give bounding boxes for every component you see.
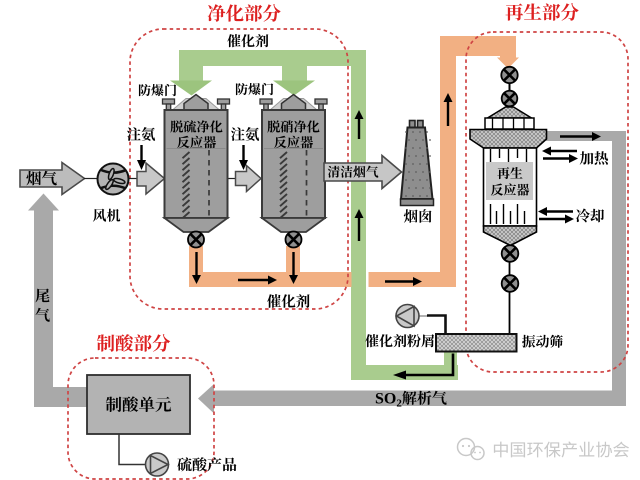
svg-text:再生部分: 再生部分 (505, 0, 580, 25)
svg-text:催化剂: 催化剂 (267, 291, 311, 312)
svg-text:烟气: 烟气 (25, 167, 58, 189)
svg-text:反应器: 反应器 (177, 132, 217, 151)
svg-text:振动筛: 振动筛 (522, 331, 564, 351)
svg-text:脱硫净化: 脱硫净化 (170, 117, 223, 136)
svg-text:反应器: 反应器 (274, 132, 314, 151)
svg-text:烟囱: 烟囱 (403, 206, 433, 227)
svg-text:风机: 风机 (93, 206, 121, 226)
svg-text:防爆门: 防爆门 (235, 79, 274, 98)
svg-text:催化剂: 催化剂 (227, 31, 269, 51)
svg-text:制酸部分: 制酸部分 (96, 330, 171, 356)
svg-text:反应器: 反应器 (490, 180, 529, 199)
svg-text:注氨: 注氨 (127, 124, 156, 145)
svg-text:气: 气 (35, 305, 50, 326)
svg-text:SO2解析气: SO2解析气 (375, 388, 447, 410)
svg-text:再生: 再生 (497, 163, 523, 182)
svg-text:尾: 尾 (35, 285, 50, 306)
svg-text:注氨: 注氨 (231, 124, 260, 145)
svg-text:制酸单元: 制酸单元 (106, 392, 173, 416)
svg-text:加热: 加热 (580, 148, 610, 169)
svg-text:脱硝净化: 脱硝净化 (267, 117, 320, 136)
svg-text:冷却: 冷却 (576, 205, 605, 226)
svg-text:清洁烟气: 清洁烟气 (327, 162, 378, 181)
svg-text:中国环保产业协会: 中国环保产业协会 (492, 436, 630, 461)
svg-text:防爆门: 防爆门 (138, 80, 177, 99)
svg-text:催化剂粉屑: 催化剂粉屑 (365, 331, 435, 351)
svg-text:净化部分: 净化部分 (207, 0, 282, 26)
svg-text:硫酸产品: 硫酸产品 (177, 454, 237, 475)
